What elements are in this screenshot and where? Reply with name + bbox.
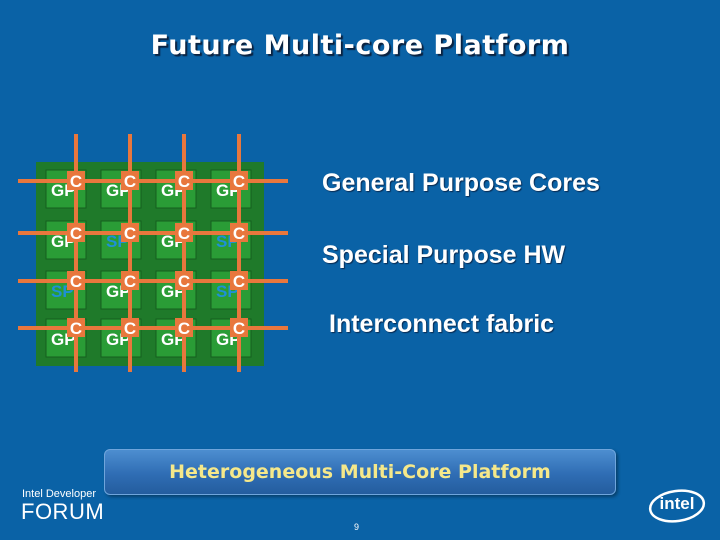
intel-logo-icon (648, 489, 706, 523)
legend-special-purpose: Special Purpose HW (322, 241, 566, 269)
fabric-node-label: C (178, 272, 190, 291)
fabric-node (230, 171, 248, 190)
fabric-node-label: C (178, 224, 190, 243)
fabric-node (67, 318, 85, 337)
fabric-node (230, 271, 248, 290)
fabric-node-label: C (233, 272, 245, 291)
idf-logo-main: FORUM (21, 499, 105, 524)
fabric-node (175, 171, 193, 190)
page-number: 9 (354, 522, 360, 532)
fabric-node (67, 271, 85, 290)
summary-banner: Heterogeneous Multi-Core Platform (104, 449, 616, 495)
fabric-node-label: C (178, 319, 190, 338)
fabric-node (121, 271, 139, 290)
legend-general-purpose: General Purpose Cores (322, 169, 600, 197)
fabric-node-label: C (124, 272, 136, 291)
fabric-node-label: C (70, 319, 82, 338)
fabric-node (175, 271, 193, 290)
idf-logo-top: Intel Developer (22, 488, 96, 500)
fabric-node-label: C (70, 172, 82, 191)
fabric-node (175, 223, 193, 242)
fabric-node-label: C (124, 319, 136, 338)
fabric-node-label: C (233, 224, 245, 243)
fabric-node-label: C (178, 172, 190, 191)
intel-logo-text: intel (659, 494, 695, 513)
fabric-node (67, 171, 85, 190)
fabric-node (230, 223, 248, 242)
fabric-node (121, 223, 139, 242)
fabric-node-label: C (70, 272, 82, 291)
fabric-node-label: C (233, 319, 245, 338)
legend-interconnect: Interconnect fabric (329, 310, 555, 338)
fabric-node (67, 223, 85, 242)
fabric-node-label: C (233, 172, 245, 191)
fabric-node (121, 171, 139, 190)
fabric-node-label: C (70, 224, 82, 243)
fabric-node (230, 318, 248, 337)
fabric-node (175, 318, 193, 337)
fabric-node (121, 318, 139, 337)
fabric-node-label: C (124, 172, 136, 191)
fabric-node-label: C (124, 224, 136, 243)
slide-title: Future Multi-core Platform (150, 30, 570, 61)
